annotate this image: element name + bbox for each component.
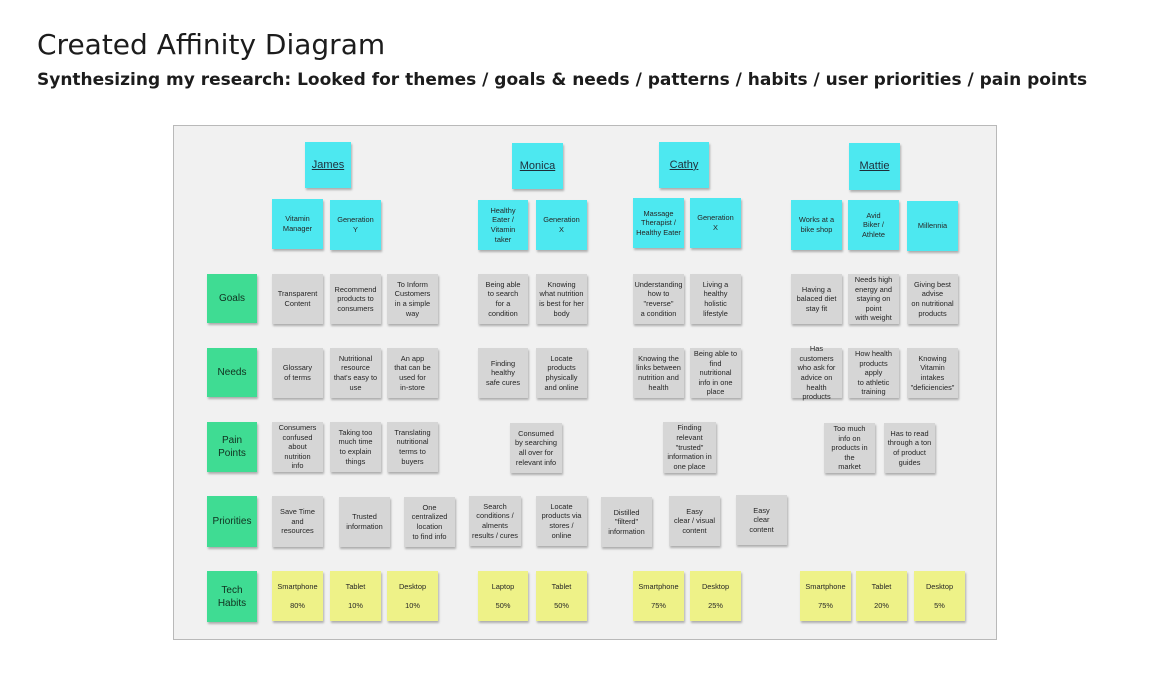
trait-note[interactable]: Massage Therapist / Healthy Eater: [633, 198, 684, 248]
category-priorities[interactable]: Priorities: [207, 496, 257, 547]
priority-note[interactable]: Trusted information: [339, 497, 390, 547]
pain-point-note[interactable]: Too much info on products in the market: [824, 423, 875, 473]
need-note[interactable]: Finding healthy safe cures: [478, 348, 528, 398]
page-subtitle: Synthesizing my research: Looked for the…: [37, 70, 1088, 90]
tech-habit-note[interactable]: Desktop 25%: [690, 571, 741, 621]
priority-note[interactable]: One centralized location to find info: [404, 497, 455, 547]
page-title: Created Affinity Diagram: [37, 28, 386, 61]
goal-note[interactable]: To Inform Customers in a simple way: [387, 274, 438, 324]
trait-note[interactable]: Generation X: [690, 198, 741, 248]
pain-point-note[interactable]: Consumers confused about nutrition info: [272, 422, 323, 472]
pain-point-note[interactable]: Finding relevant "trusted" information i…: [663, 422, 716, 473]
goal-note[interactable]: Knowing what nutrition is best for her b…: [536, 274, 587, 324]
need-note[interactable]: Knowing Vitamin intakes "deficiencies": [907, 348, 958, 398]
category-pain-points[interactable]: Pain Points: [207, 422, 257, 472]
priority-note[interactable]: Save Time and resources: [272, 496, 323, 547]
tech-habit-note[interactable]: Desktop 10%: [387, 571, 438, 621]
persona-james[interactable]: James: [305, 142, 351, 188]
need-note[interactable]: How health products apply to athletic tr…: [848, 348, 899, 398]
pain-point-note[interactable]: Has to read through a ton of product gui…: [884, 423, 935, 473]
trait-note[interactable]: Millennia: [907, 201, 958, 251]
priority-note[interactable]: Easy clear content: [736, 495, 787, 545]
tech-habit-note[interactable]: Desktop 5%: [914, 571, 965, 621]
tech-habit-note[interactable]: Laptop 50%: [478, 571, 528, 621]
tech-habit-note[interactable]: Smartphone 75%: [633, 571, 684, 621]
pain-point-note[interactable]: Taking too much time to explain things: [330, 422, 381, 472]
tech-habit-note[interactable]: Tablet 50%: [536, 571, 587, 621]
persona-cathy[interactable]: Cathy: [659, 142, 709, 188]
persona-mattie[interactable]: Mattie: [849, 143, 900, 190]
need-note[interactable]: Has customers who ask for advice on heal…: [791, 344, 842, 401]
priority-note[interactable]: Easy clear / visual content: [669, 496, 720, 546]
need-note[interactable]: Glossary of terms: [272, 348, 323, 398]
goal-note[interactable]: Giving best advise on nutritional produc…: [907, 274, 958, 324]
tech-habit-note[interactable]: Tablet 20%: [856, 571, 907, 621]
need-note[interactable]: Being able to find nutritional info in o…: [690, 348, 741, 398]
goal-note[interactable]: Living a healthy holistic lifestyle: [690, 274, 741, 324]
need-note[interactable]: Nutritional resource that's easy to use: [330, 348, 381, 398]
goal-note[interactable]: Having a balaced diet stay fit: [791, 274, 842, 324]
priority-note[interactable]: Search conditions / alments results / cu…: [469, 496, 521, 546]
trait-note[interactable]: Works at a bike shop: [791, 200, 842, 250]
category-goals[interactable]: Goals: [207, 274, 257, 323]
goal-note[interactable]: Being able to search for a condition: [478, 274, 528, 324]
need-note[interactable]: Knowing the links between nutrition and …: [633, 348, 684, 398]
goal-note[interactable]: Recommend products to consumers: [330, 274, 381, 324]
category-needs[interactable]: Needs: [207, 348, 257, 397]
trait-note[interactable]: Generation Y: [330, 200, 381, 250]
affinity-board: James Monica Cathy Mattie Vitamin Manage…: [173, 125, 997, 640]
tech-habit-note[interactable]: Smartphone 75%: [800, 571, 851, 621]
trait-note[interactable]: Generation X: [536, 200, 587, 250]
tech-habit-note[interactable]: Tablet 10%: [330, 571, 381, 621]
need-note[interactable]: Locate products physically and online: [536, 348, 587, 398]
priority-note[interactable]: Distilled "filterd" information: [601, 497, 652, 547]
goal-note[interactable]: Transparent Content: [272, 274, 323, 324]
priority-note[interactable]: Locate products via stores / online: [536, 496, 587, 546]
trait-note[interactable]: Avid Biker / Athlete: [848, 200, 899, 250]
trait-note[interactable]: Vitamin Manager: [272, 199, 323, 249]
category-tech-habits[interactable]: Tech Habits: [207, 571, 257, 622]
trait-note[interactable]: Healthy Eater / Vitamin taker: [478, 200, 528, 250]
pain-point-note[interactable]: Translating nutritional terms to buyers: [387, 422, 438, 472]
tech-habit-note[interactable]: Smartphone 80%: [272, 571, 323, 621]
goal-note[interactable]: Needs high energy and staying on point w…: [848, 274, 899, 324]
pain-point-note[interactable]: Consumed by searching all over for relev…: [510, 423, 562, 473]
goal-note[interactable]: Understanding how to "reverse" a conditi…: [633, 274, 684, 324]
need-note[interactable]: An app that can be used for in-store: [387, 348, 438, 398]
persona-monica[interactable]: Monica: [512, 143, 563, 189]
